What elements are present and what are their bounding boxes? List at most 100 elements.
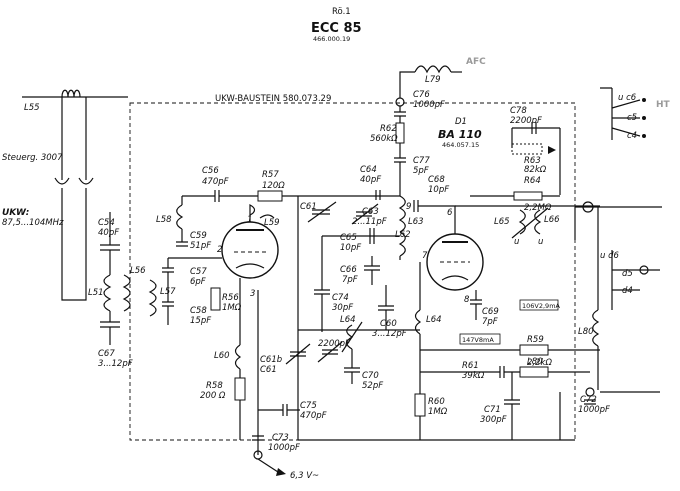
coil-l58 (176, 204, 184, 230)
value-c67: 3...12pF (372, 329, 407, 339)
value-c62: 52pF (362, 381, 383, 391)
cap-c66 (364, 256, 380, 285)
label-c63: C63 (362, 207, 379, 217)
resistor-r60 (414, 393, 426, 417)
coil-l62 (398, 231, 406, 257)
voltage-v1: 106V2,9mA (522, 302, 561, 310)
value-r58: 200 Ω (200, 391, 226, 401)
tube1-pin-2: 2 (217, 245, 222, 255)
coil-l64 (414, 309, 422, 335)
label-l59: L59 (264, 218, 280, 228)
label-r59: R59 (527, 335, 544, 345)
cap-c59 (176, 229, 188, 247)
coil-l64-label: L64 (426, 315, 442, 325)
value-c54: 40pF (98, 228, 119, 238)
diode-number: 464.057.15 (442, 141, 479, 149)
value-c70: 39kΩ (462, 371, 485, 381)
coil-l65 (518, 209, 526, 235)
value-c78: 2200pF (510, 116, 542, 126)
label-l66: L66 (544, 215, 560, 225)
value-r60: 1MΩ (428, 407, 448, 417)
tube2-pin-6: 6 (447, 208, 453, 218)
label-l60: L60 (214, 351, 230, 361)
coil-l63 (398, 195, 406, 233)
cap-c61 (312, 209, 330, 215)
terminal-d5: d5 (622, 269, 633, 279)
cap-c73 (252, 435, 264, 441)
resistor-r58 (234, 377, 246, 401)
label-l51: L51 (88, 288, 104, 298)
value-c56: 470pF (202, 177, 229, 187)
cap-c54 (100, 212, 120, 262)
label-c77: C77 (413, 156, 430, 166)
coil-l56 (122, 274, 131, 312)
value-c57: 6pF (190, 277, 206, 287)
module-label: UKW-BAUSTEIN 580.073.29 (215, 94, 331, 104)
label-c65: C65 (340, 233, 357, 243)
cap-c75 (258, 404, 300, 416)
resistor-r61 (519, 366, 549, 378)
terminal-d4: d4 (622, 286, 633, 296)
cap-c56 (214, 190, 220, 202)
coil-l51 (103, 274, 112, 312)
value-c73: 1000pF (268, 443, 300, 453)
label-l65: L65 (494, 217, 510, 227)
label-c78: C78 (510, 106, 527, 116)
value-c64: 40pF (360, 175, 381, 185)
cap-c67 (378, 285, 394, 330)
terminal-u2: u (538, 237, 543, 247)
header-tube-number: 466.000.19 (313, 35, 350, 43)
cap-c57 (162, 257, 222, 273)
cap-c62 (344, 349, 360, 384)
cap-c71 (504, 372, 520, 440)
label-r61: L80 (527, 357, 543, 367)
label-r64: R64 (524, 176, 541, 186)
label-l58: L58 (156, 215, 172, 225)
value-c71: 300pF (480, 415, 507, 425)
voltage-label: 6,3 V~ (290, 471, 319, 481)
value-r62: 560kΩ (370, 134, 398, 144)
terminal-c5: c5 (627, 113, 637, 123)
module-boundary (129, 102, 576, 441)
input-loop (61, 188, 87, 301)
label-c64: C64 (360, 165, 377, 175)
value-c77: 5pF (413, 166, 429, 176)
input-freq-label: 87,5...104MHz (2, 218, 64, 228)
label-c76: C76 (413, 90, 430, 100)
cap-c64 (375, 190, 381, 200)
label-r60: R60 (428, 397, 445, 407)
label-l63: L63 (408, 217, 424, 227)
label-c56: C56 (202, 166, 219, 176)
cap-c63 (351, 203, 379, 225)
tube2-pin-7: 7 (422, 251, 428, 261)
value-r64: 2,2MΩ (524, 203, 552, 213)
label-c69: C69 (482, 307, 499, 317)
cap-c68 (413, 200, 419, 212)
resistor-r59 (519, 344, 549, 356)
label-l79: L79 (425, 75, 441, 85)
cap-c76 (394, 106, 406, 123)
cap-c55 (100, 321, 120, 345)
label-c57: C57 (190, 267, 207, 277)
value-c76: 1000pF (413, 100, 445, 110)
header-ref: Rö.1 (332, 7, 351, 17)
value-c55: 3...12pF (98, 359, 133, 369)
coil-l66 (534, 209, 542, 235)
cap-c78 (531, 122, 537, 134)
value-c60: C61 (260, 365, 277, 375)
value-c72: 1000pF (578, 405, 610, 415)
label-l62: L62 (395, 230, 411, 240)
coil-l60 (234, 344, 242, 370)
label-c72: C72 (580, 395, 597, 405)
terminal-u1: u (514, 237, 519, 247)
label-c62: C70 (362, 371, 379, 381)
afc-label: AFC (466, 57, 486, 67)
coil-l59 (259, 214, 275, 219)
label-r58: R58 (206, 381, 223, 391)
tube2-pin-8: 8 (464, 295, 470, 305)
label-r57: R57 (262, 170, 279, 180)
coil-l57 (148, 279, 157, 317)
value-c68: 10pF (428, 185, 449, 195)
coil-l55 (61, 89, 81, 98)
